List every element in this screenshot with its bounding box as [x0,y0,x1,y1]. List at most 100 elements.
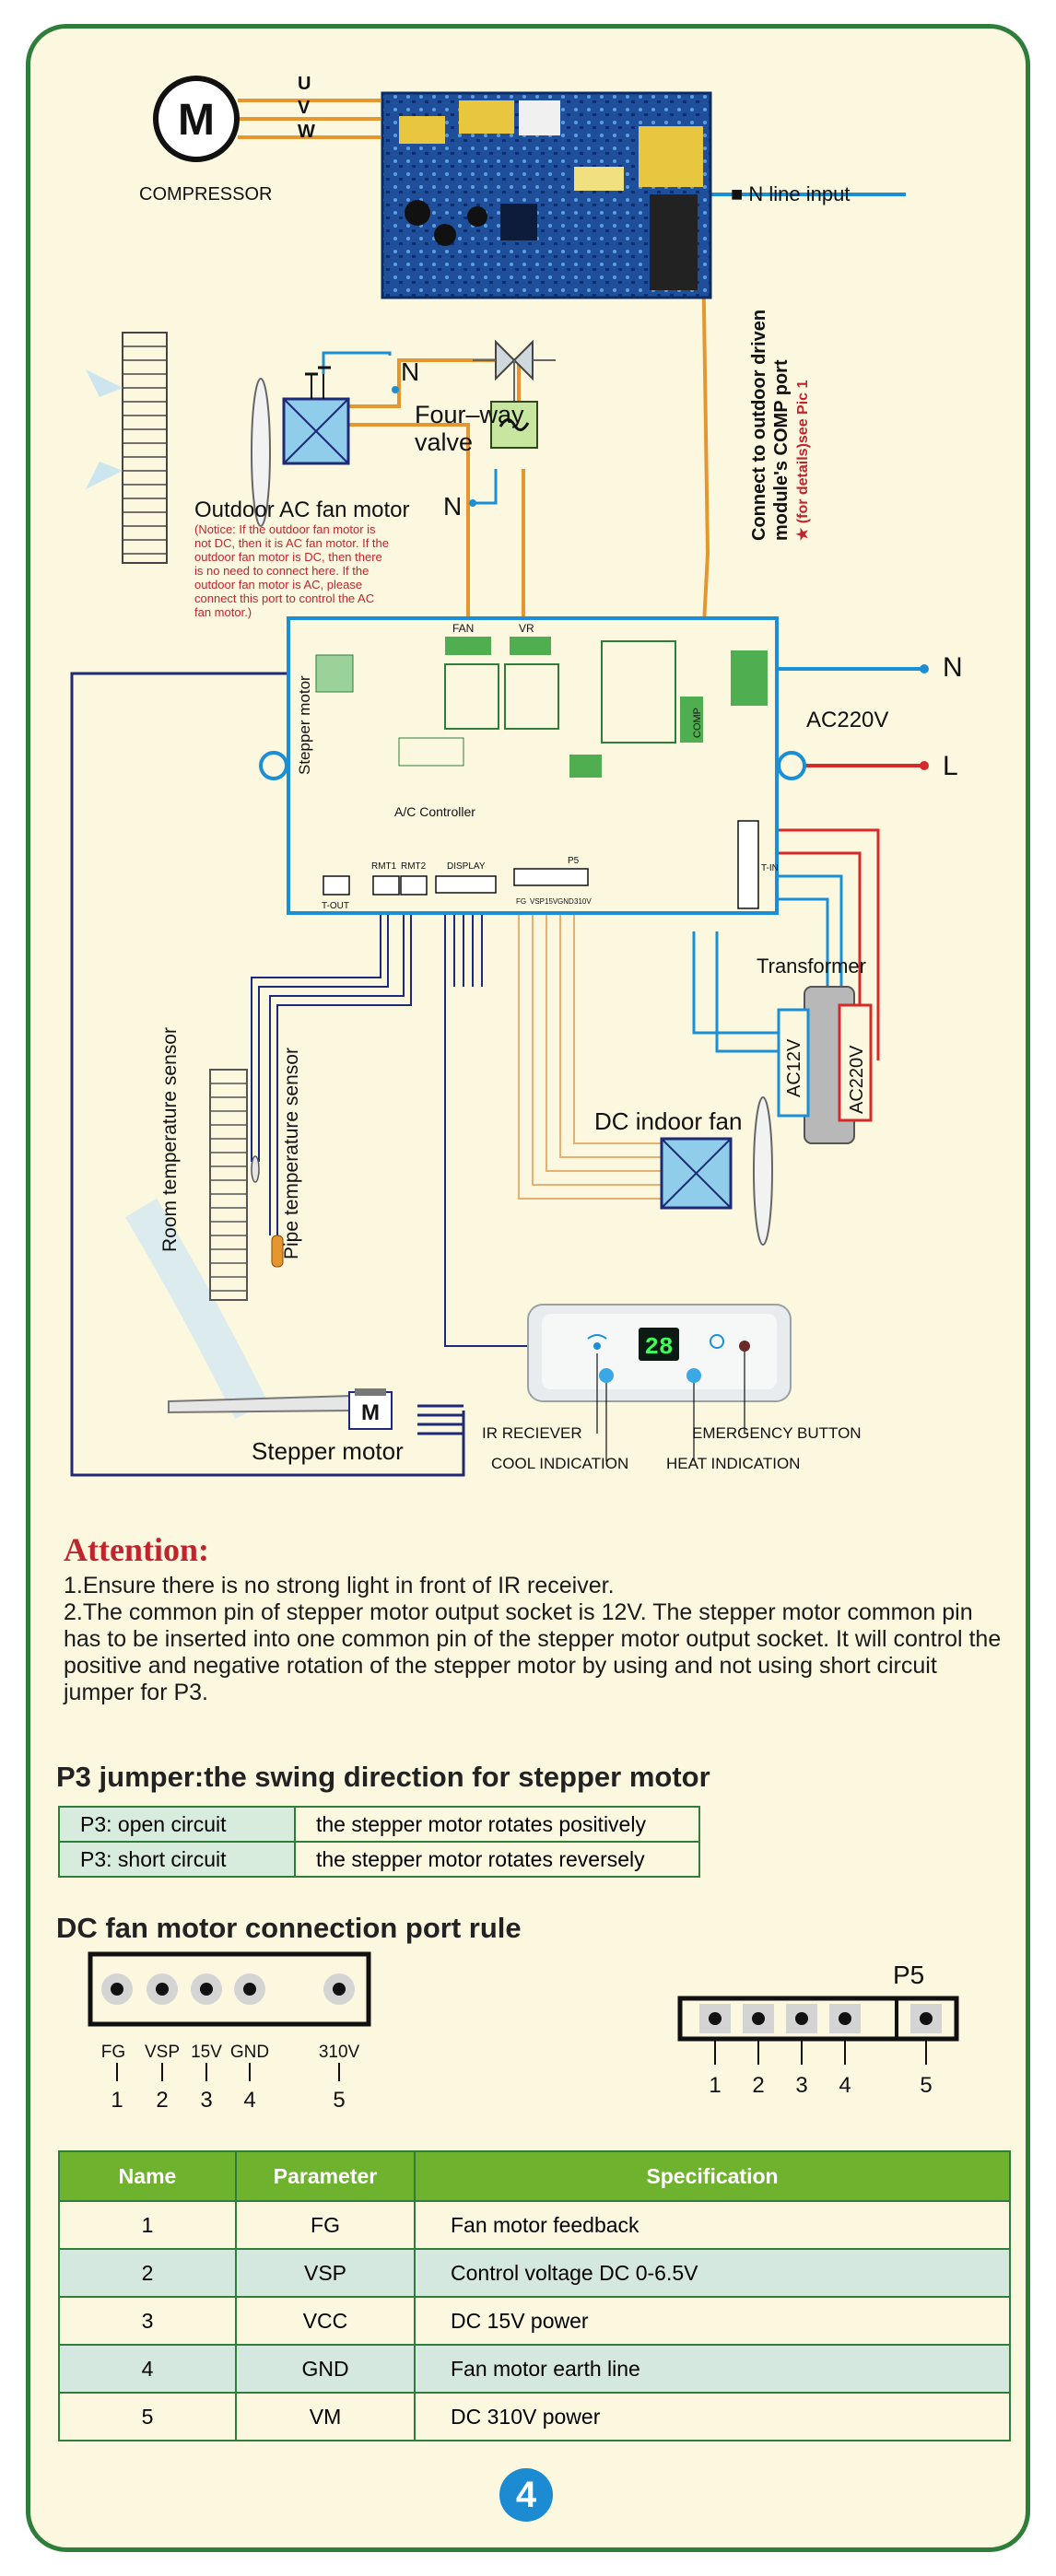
svg-text:is no need to connect here. If: is no need to connect here. If the [194,564,369,578]
room-sensor-label: Room temperature sensor [159,1027,181,1252]
phase-v-label: V [298,98,311,118]
p5-pin-number: 1 [709,2073,721,2098]
capacitor-icon [305,366,331,399]
header-name: Name [58,2150,237,2202]
wire-display-cable [444,913,528,1347]
wire-tin-1 [758,828,880,1060]
spec-table: Name Parameter Specification 1 FG Fan mo… [58,2150,1011,2441]
attention-line-1: 1.Ensure there is no strong light in fro… [64,1573,615,1598]
room-sensor-probe-icon [251,1155,260,1183]
rmt2-port-icon [400,875,428,896]
display-screen-icon [639,1328,679,1361]
outdoor-heat-exchanger-icon [122,332,168,564]
pin-name-gnd: GND [230,2043,269,2062]
pin-number: 5 [333,2088,345,2113]
cell-name: 5 [58,2392,237,2441]
four-way-label-1: Four–way [415,401,524,428]
cell-parameter: GND [235,2344,416,2394]
cell-name: 2 [58,2248,237,2298]
compressor-symbol: M [178,96,215,145]
phase-w-label: W [298,122,315,142]
connect-note-line3: ★ (for details)see Pic 1 [795,380,811,541]
dc-indoor-fan: DC indoor fan [594,1096,773,1246]
attention-body: 1.Ensure there is no strong light in fro… [64,1573,1003,1706]
outdoor-driver-pcb: ■ N line input Connect to outdoor driven… [381,91,850,541]
cell-name: 3 [58,2296,237,2346]
cell-parameter: FG [235,2200,416,2250]
attention-line-2: 2.The common pin of stepper motor output… [64,1599,1002,1705]
phase-u-label: U [298,74,311,94]
wire-tin-3 [758,874,843,1019]
cool-indicator-icon [599,1368,614,1383]
tin-port-icon [737,820,759,909]
outdoor-fan-notice: (Notice: If the outdoor fan motor is not… [194,522,389,619]
svg-text:VSP: VSP [530,897,545,906]
fan-connector-icon [88,1951,371,2027]
pipe-sensor-label: Pipe temperature sensor [281,1048,302,1259]
n-mains-label: N [943,652,963,683]
comp-port-icon [680,697,703,743]
pipe-sensor-probe-icon [271,1235,284,1268]
cell-name: 1 [58,2200,237,2250]
controller-board-outline [287,616,779,915]
stepper-motor-icon [348,1391,393,1430]
rmt1-port-icon [372,875,400,896]
wire-pipe-sensor-1 [269,899,405,1235]
cell-parameter: VCC [235,2296,416,2346]
cool-indication-label: COOL INDICATION [491,1455,628,1472]
fan-port-label: FAN [452,622,474,635]
header-specification: Specification [414,2150,1011,2202]
attention-title: Attention: [64,1531,209,1568]
ac220v-vertical-label: AC220V [847,1045,867,1114]
cell-specification: DC 310V power [414,2392,1011,2441]
emergency-button-label: EMERGENCY BUTTON [692,1424,862,1442]
outdoor-fan: N Outdoor AC fan motor (Notice: If the o… [86,332,419,619]
fan-port-icon [445,637,491,655]
mount-hole-icon [259,751,288,780]
cell-specification: Fan motor feedback [414,2200,1011,2250]
svg-text:outdoor fan motor is AC, pleas: outdoor fan motor is AC, please [194,578,362,591]
pin-name-fg: FG [101,2043,125,2062]
cell-parameter: VM [235,2392,416,2441]
ac12v-label: AC12V [784,1038,804,1097]
indoor-heat-exchanger-icon [209,1069,248,1301]
pin-number: 1 [111,2088,123,2113]
svg-text:GND: GND [557,897,574,906]
mains-port-icon [731,650,768,706]
outdoor-fan-blade-icon [251,378,271,527]
display-panel: 28 IR RECIEVER COOL INDICATION EMERGENCY… [482,1304,862,1472]
pin-number: 3 [200,2088,212,2113]
pin-name-310v: 310V [319,2043,360,2062]
p5-port-icon [513,868,589,886]
emergency-button-icon[interactable] [739,1341,750,1352]
wire-pipe-sensor-2 [276,899,412,1235]
p5-label: P5 [893,1961,924,1989]
airflow-arrow-icon [86,369,123,397]
svg-text:outdoor fan motor is DC, then: outdoor fan motor is DC, then there [194,550,382,564]
table-row: 3 VCC DC 15V power [58,2296,1011,2346]
ac-controller-board: FAN VR COMP A/C Controller Stepper motor… [259,616,806,915]
svg-text:(Notice: If the outdoor fan mo: (Notice: If the outdoor fan motor is [194,522,376,536]
wire-fan-n [322,351,392,374]
vr-port-label: VR [519,622,534,635]
compressor: M COMPRESSOR U V W [139,74,315,205]
ac220v-label: AC220V [806,708,888,732]
fan-n-label: N [401,357,419,386]
four-way-valve: Four–way valve N [415,339,556,521]
svg-text:connect this port to control t: connect this port to control the AC [194,591,374,605]
vr-port-icon [510,637,551,655]
pin-name-vsp: VSP [145,2043,180,2062]
p3-table: P3: open circuit the stepper motor rotat… [58,1806,700,1878]
p5-pin-number: 3 [795,2073,807,2098]
wiring-diagram: M COMPRESSOR U V W ■ N line input Connec… [70,74,963,1477]
cell-specification: Fan motor earth line [414,2344,1011,2394]
comp-port-label: COMP [692,708,703,738]
stepper-vertical-label: Stepper motor [296,675,313,775]
pin-number: 4 [243,2088,255,2113]
display-port-icon [435,875,497,894]
pin-number: 2 [156,2088,168,2113]
n-line-input-label: ■ N line input [731,182,850,205]
display-port-label: DISPLAY [447,861,486,872]
board-label: A/C Controller [394,804,475,819]
stepper-bottom-label: Stepper motor [252,1437,404,1465]
